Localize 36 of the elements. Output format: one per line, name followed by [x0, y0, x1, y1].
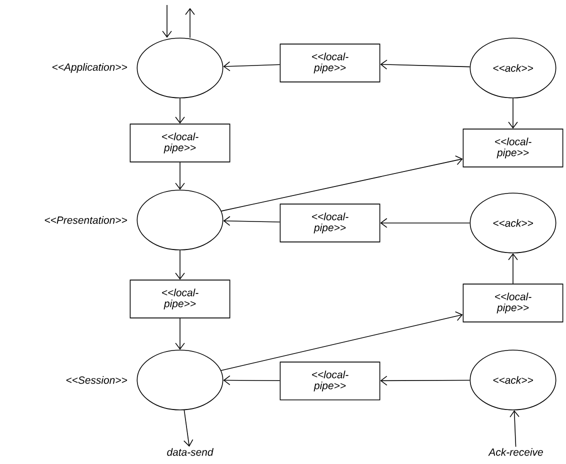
arrow	[223, 375, 280, 386]
arrow	[220, 155, 463, 212]
pipe-box: <<local- pipe>>	[130, 280, 230, 318]
ellipse-node: <<ack>>	[470, 38, 556, 98]
arrow	[508, 253, 518, 284]
arrow	[508, 98, 518, 129]
arrow	[380, 218, 470, 228]
flow-label: Ack-receive	[488, 448, 543, 456]
pipe-box: <<local- pipe>>	[280, 204, 380, 242]
ellipse-node: <<ack>>	[470, 350, 556, 410]
arrow	[175, 162, 185, 190]
pipe-box: <<local- pipe>>	[462, 128, 564, 168]
arrow	[380, 376, 470, 386]
ellipse-node	[136, 38, 224, 98]
arrow	[175, 318, 185, 350]
arrow	[184, 410, 194, 447]
layer-label: <<Presentation>>	[44, 216, 127, 224]
arrow	[220, 311, 463, 371]
arrow	[380, 60, 470, 70]
arrow	[510, 410, 520, 448]
pipe-box: <<local- pipe>>	[462, 284, 564, 322]
arrow	[162, 4, 172, 38]
pipe-box: <<local- pipe>>	[280, 44, 380, 82]
arrow	[175, 98, 185, 124]
layer-label: <<Application>>	[52, 63, 127, 73]
flow-label: data-send	[167, 448, 214, 456]
pipe-box: <<local- pipe>>	[280, 362, 380, 400]
arrow	[223, 216, 280, 226]
pipe-box: <<local- pipe>>	[130, 124, 230, 162]
arrow	[223, 61, 280, 72]
arrow	[175, 250, 185, 280]
arrow	[185, 8, 195, 38]
ellipse-node	[136, 190, 224, 250]
ellipse-node	[136, 350, 224, 410]
layer-label: <<Session>>	[66, 376, 127, 384]
ellipse-node: <<ack>>	[470, 192, 556, 254]
